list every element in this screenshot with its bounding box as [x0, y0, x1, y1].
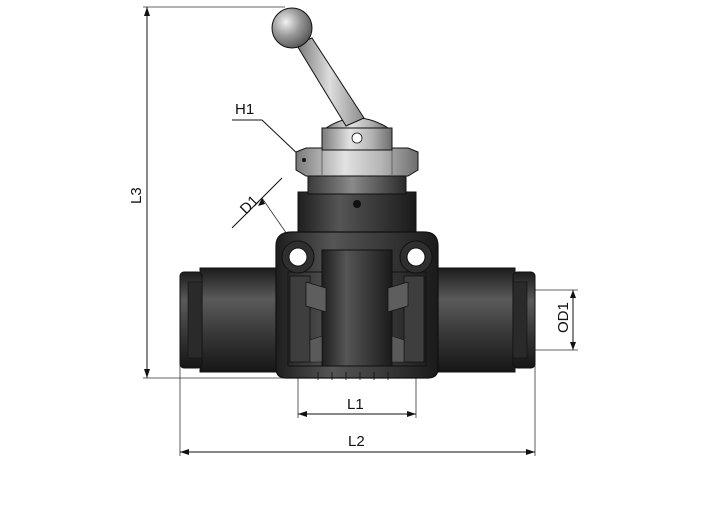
label-l3: L3 [128, 187, 145, 204]
valve-body [275, 175, 439, 380]
left-fitting [179, 267, 286, 373]
right-fitting [429, 267, 536, 373]
label-l1: L1 [347, 396, 364, 413]
label-h1: H1 [235, 101, 254, 118]
hex-nut [295, 147, 419, 177]
label-d1: D1 [237, 192, 263, 218]
toggle-lever [271, 7, 393, 151]
label-od1: OD1 [555, 302, 572, 333]
label-l2: L2 [348, 433, 365, 450]
